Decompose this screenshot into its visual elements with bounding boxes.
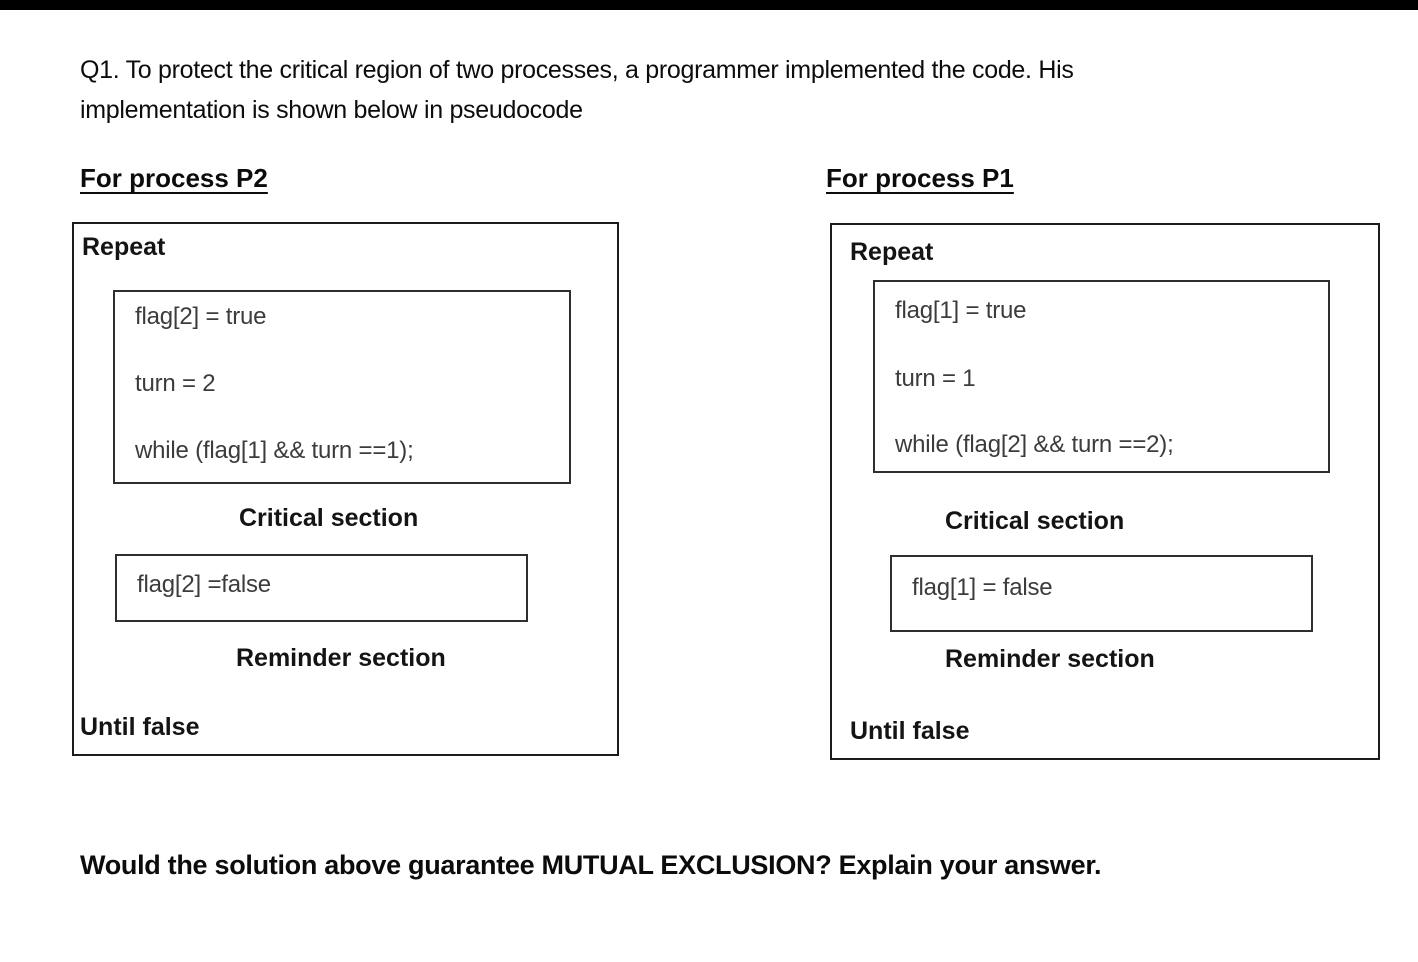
p2-code-turn: turn = 2: [135, 370, 216, 397]
p1-repeat-label: Repeat: [850, 238, 934, 266]
p1-code-turn: turn = 1: [895, 365, 976, 392]
p1-critical-section-label: Critical section: [945, 507, 1125, 535]
p2-exit-code-box: flag[2] =false: [115, 554, 528, 622]
p2-code-flag-false: flag[2] =false: [137, 571, 271, 598]
p1-exit-code-box: flag[1] = false: [890, 555, 1313, 632]
p2-reminder-section-label: Reminder section: [236, 644, 446, 672]
p2-entry-code-box: flag[2] = true turn = 2 while (flag[1] &…: [113, 290, 571, 484]
p1-code-while: while (flag[2] && turn ==2);: [895, 431, 1174, 458]
p1-until-false-label: Until false: [850, 717, 970, 745]
p1-entry-code-box: flag[1] = true turn = 1 while (flag[2] &…: [873, 280, 1330, 473]
p1-code-flag: flag[1] = true: [895, 297, 1027, 324]
p2-code-flag: flag[2] = true: [135, 303, 267, 330]
p2-critical-section-label: Critical section: [239, 504, 419, 532]
p2-code-while: while (flag[1] && turn ==1);: [135, 437, 414, 464]
top-edge-bar: [0, 0, 1418, 10]
process-p1-box: Repeat flag[1] = true turn = 1 while (fl…: [830, 223, 1380, 760]
p1-code-flag-false: flag[1] = false: [912, 574, 1053, 601]
p2-until-false-label: Until false: [80, 713, 200, 741]
question-intro: Q1. To protect the critical region of tw…: [80, 50, 1074, 130]
p1-reminder-section-label: Reminder section: [945, 645, 1155, 673]
question-intro-line1: Q1. To protect the critical region of tw…: [80, 56, 1074, 84]
final-question-text: Would the solution above guarantee MUTUA…: [80, 850, 1102, 880]
question-intro-line2: implementation is shown below in pseudoc…: [80, 96, 583, 124]
p2-repeat-label: Repeat: [82, 233, 166, 261]
process-p2-box: Repeat flag[2] = true turn = 2 while (fl…: [72, 222, 619, 756]
process-p2-header: For process P2: [80, 163, 268, 193]
process-p1-header: For process P1: [826, 163, 1014, 193]
